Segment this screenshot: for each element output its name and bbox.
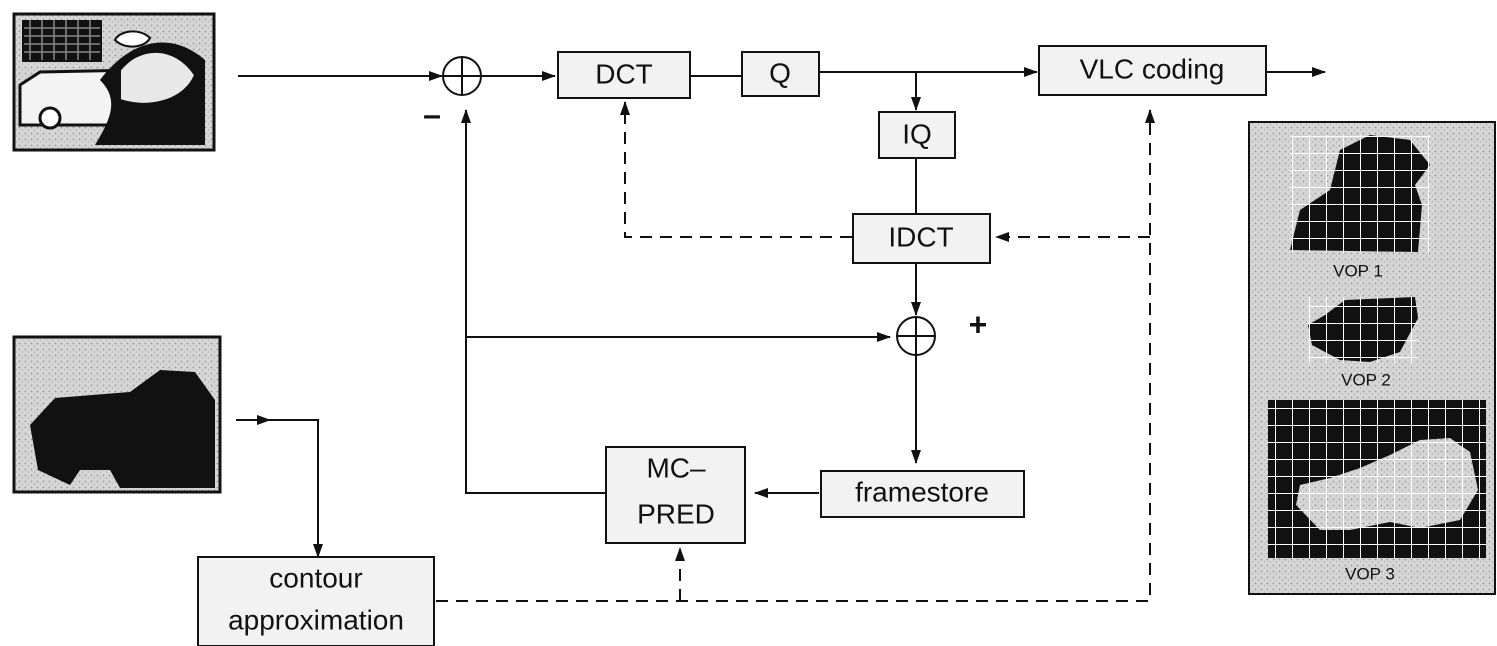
dct-label: DCT [595, 58, 653, 89]
mc-pred-block: MC– PRED [605, 446, 746, 544]
mask-to-contour-arrow [236, 419, 323, 558]
vop1-label: VOP 1 [1333, 261, 1383, 280]
framestore-label: framestore [855, 476, 989, 507]
reconstruction-summing-junction [896, 316, 936, 356]
iq-block: IQ [878, 111, 956, 159]
mcpred-to-sum-feedback [461, 109, 606, 494]
contour-approximation-block: contour approximation [197, 556, 435, 646]
contour-label-line2: approximation [228, 604, 404, 635]
idct-block: IDCT [852, 213, 991, 264]
vop2-shape [1308, 297, 1418, 363]
input-summing-junction [442, 56, 482, 96]
shape-info-to-vlc-dashed [436, 109, 1155, 602]
vlc-coding-block: VLC coding [1038, 45, 1267, 96]
mc-pred-label-line2: PRED [637, 498, 715, 529]
iq-label: IQ [902, 118, 932, 149]
shape-mask-image [12, 335, 222, 494]
framestore-block: framestore [820, 470, 1025, 518]
dct-block: DCT [557, 51, 691, 99]
vop1-shape [1290, 135, 1430, 253]
vop3-shape [1268, 400, 1486, 558]
plus-sign: + [969, 306, 988, 342]
idct-label: IDCT [888, 221, 953, 252]
shape-info-to-dct-dashed [620, 101, 852, 238]
mc-pred-label-line1: MC– [646, 452, 706, 483]
input-scene-image [12, 12, 216, 152]
minus-sign: – [423, 96, 441, 132]
vlc-label: VLC coding [1080, 53, 1225, 84]
q-label: Q [769, 57, 791, 88]
vop3-label: VOP 3 [1345, 564, 1395, 583]
vop-panel: VOP 1 VOP 2 VOP 3 [1248, 121, 1496, 595]
vop2-label: VOP 2 [1341, 370, 1391, 389]
quantizer-block: Q [741, 51, 820, 97]
contour-label-line1: contour [269, 562, 362, 593]
